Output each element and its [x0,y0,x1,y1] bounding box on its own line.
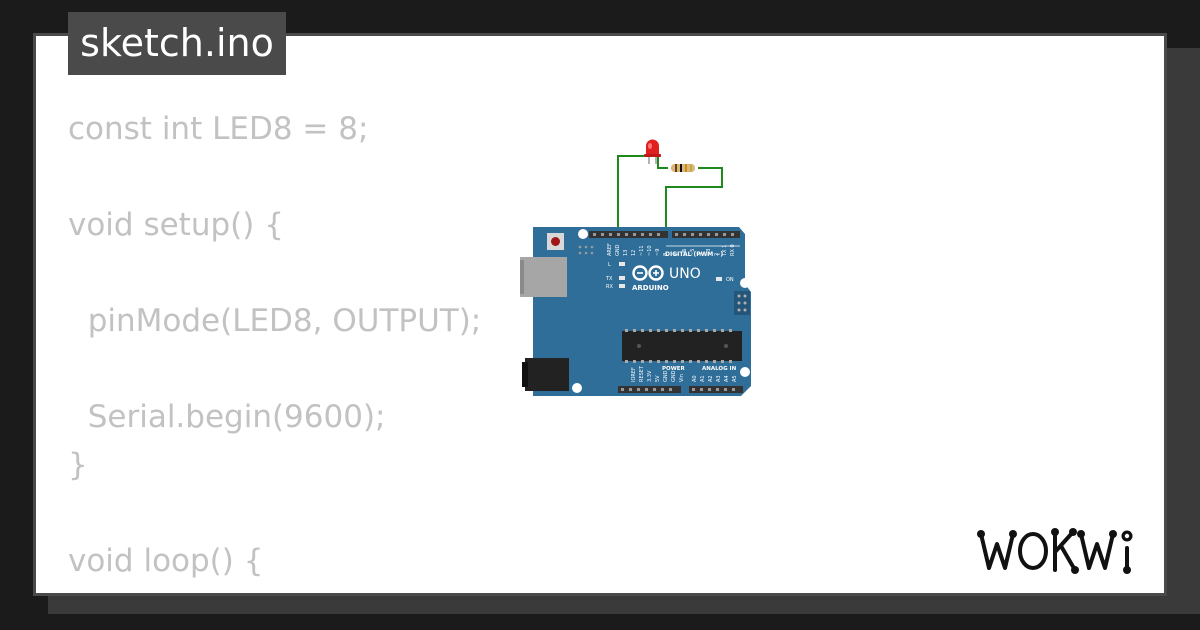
board-brand: ARDUINO [632,284,669,292]
mounting-hole [578,229,588,239]
power-label: POWER [662,366,686,372]
pin-label: 5V [655,375,661,382]
pin-label: ~5 [690,249,696,256]
mounting-hole [572,383,582,393]
code-line [68,348,481,396]
analog-label: ANALOG IN [702,366,737,372]
on-label: ON [726,277,734,283]
pin-label: A2 [708,375,714,382]
pin-label: 8 [663,253,669,256]
pin-label: IOREF [631,367,637,382]
pin-label: GND [663,370,669,382]
pin-label: A1 [700,375,706,382]
digital-header [589,231,740,238]
pin-label: 7 [674,253,680,256]
code-line [68,492,481,540]
arduino-uno-board[interactable]: AREF GND 13 12 ~11 ~10 ~9 8 7 ~6 ~5 4 ~3… [520,227,751,396]
code-line: void setup() { [68,207,284,243]
code-line [68,156,481,204]
wire-led-gnd [617,155,648,229]
pin-label: ~9 [655,249,661,256]
project-card[interactable]: const int LED8 = 8; void setup() { pinMo… [33,33,1167,596]
code-line: void loop() { [68,543,264,579]
top-pin-labels: AREF GND 13 12 ~11 ~10 ~9 8 7 ~6 ~5 4 ~3… [607,243,736,257]
digital-header-label: DIGITAL (PWM ~) [665,251,723,258]
mounting-hole [740,278,750,288]
pin-label: RESET [639,365,645,382]
code-line: if(Serial.available() > 0){ [68,588,481,593]
atmega-chip [622,329,742,363]
pin-label: GND [615,244,621,256]
pin-label: A5 [732,375,738,382]
led-label: L [608,262,611,268]
pin-label: 13 [623,250,629,256]
led-red[interactable] [644,139,661,165]
arduino-logo-icon [632,265,664,281]
wire-resistor-pin8 [665,167,723,229]
board-model: UNO [669,266,701,282]
mounting-hole [740,367,750,377]
pin-label: 4 [698,253,704,256]
code-line: Serial.begin(9600); [68,399,386,435]
power-jack [525,358,569,391]
pin-label: 12 [631,250,637,256]
pin-label: A0 [692,375,698,382]
pin-label: ~11 [639,245,645,256]
power-analog-header [618,386,743,393]
pin-label: GND [671,370,677,382]
code-line: } [68,447,88,483]
code-line: const int LED8 = 8; [68,111,369,147]
pin-label: Vin [679,374,685,382]
pin-label: A4 [724,375,730,382]
pin-label: TX 1 [722,245,728,257]
led-label: RX [606,284,613,290]
pin-label: ~3 [706,249,712,256]
reset-button[interactable] [547,233,564,250]
pin-label: A3 [716,375,722,382]
pin-label: ~6 [682,249,688,256]
file-tab[interactable]: sketch.ino [68,12,286,75]
wire-led-resistor [657,156,668,169]
bottom-pin-labels: IOREF RESET 3.3V 5V GND GND Vin A0 A1 A2… [631,365,738,382]
pin-label: 2 [714,253,720,256]
usb-port [520,257,567,297]
icsp-header-right [734,291,750,315]
icsp-header [578,245,594,255]
wokwi-logo [977,528,1133,574]
circuit-diagram: AREF GND 13 12 ~11 ~10 ~9 8 7 ~6 ~5 4 ~3… [520,139,751,396]
pin-label: AREF [607,243,613,256]
resistor[interactable] [671,164,695,172]
pin-label: ~10 [647,245,653,256]
led-label: TX [605,276,613,282]
onboard-leds: L TX RX ON [605,262,734,290]
code-preview: const int LED8 = 8; void setup() { pinMo… [68,108,482,593]
code-line: pinMode(LED8, OUTPUT); [68,303,482,339]
pin-label: 3.3V [647,370,653,382]
code-line [68,252,481,300]
pin-label: RX 0 [730,244,736,256]
